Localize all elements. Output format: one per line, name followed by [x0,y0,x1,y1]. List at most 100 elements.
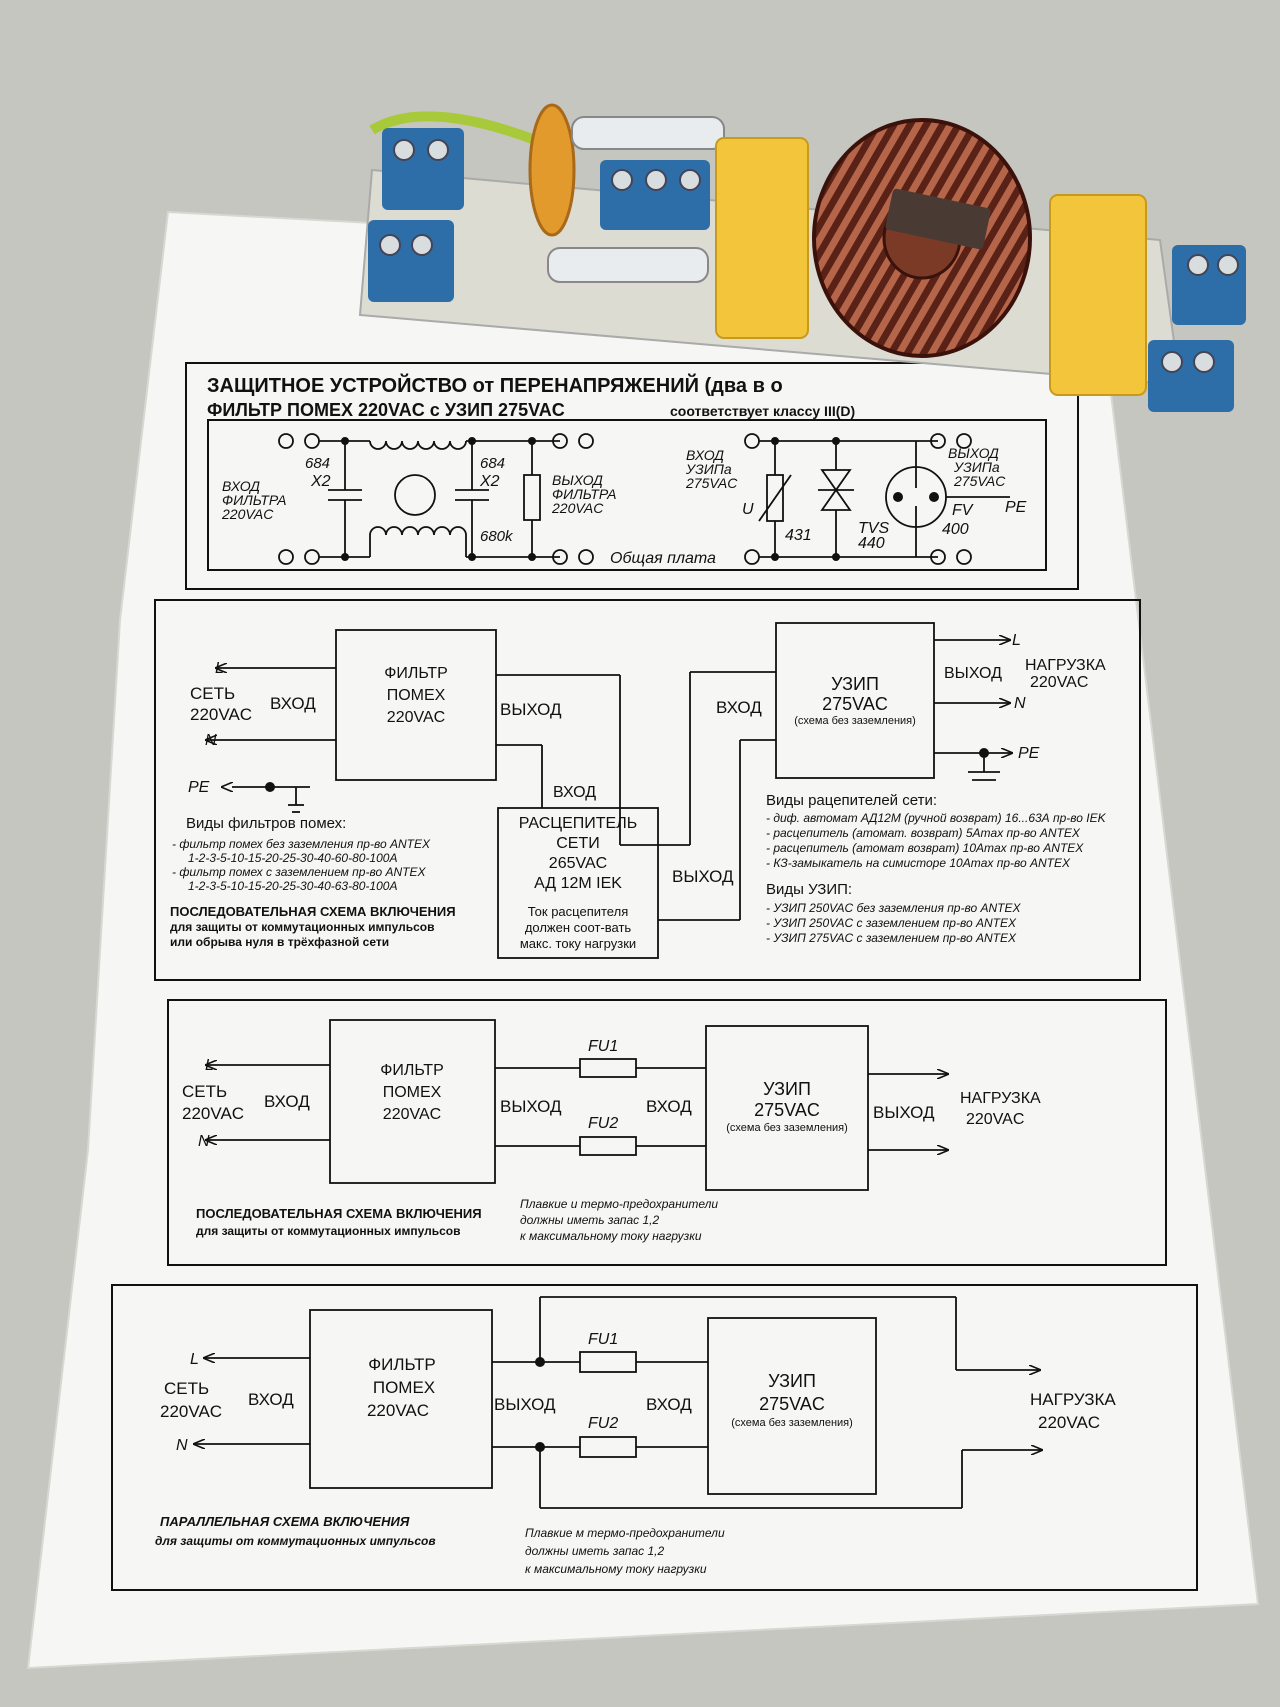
s3-spd-input: ВХОД [646,1097,692,1116]
s4-output: ВЫХОД [494,1395,556,1414]
s4-l-label: L [190,1351,199,1368]
fuse-bottom [547,247,709,283]
s3-spd-1: УЗИП [763,1079,811,1099]
s4-note-3: к максимальному току нагрузки [525,1562,707,1576]
spd-schematic [744,433,1010,565]
s3-network-1: СЕТЬ [182,1082,227,1101]
s2-spd-type-1: - УЗИП 250VAC без заземления пр-во ANTEX [766,901,1021,915]
s3-caption-1: ПОСЛЕДОВАТЕЛЬНАЯ СХЕМА ВКЛЮЧЕНИЯ [196,1206,482,1221]
s2-trip-note-3: макс. току нагрузки [520,936,636,951]
s2-n-label: N [205,732,217,749]
s3-filter-3: 220VAC [383,1106,441,1123]
s2-filter-types-title: Виды фильтров помех: [186,815,346,832]
header-compliance: соответствует классу III(D) [670,403,855,419]
varistor-value: 431 [785,527,812,544]
device-pcb [358,103,1246,412]
s4-caption-2: для защиты от коммутационных импульсов [155,1534,436,1548]
x2-capacitor-icon [715,137,809,339]
ground-wire [369,111,562,155]
s2-spd-type-3: - УЗИП 275VAC с заземлением пр-во ANTEX [766,931,1017,945]
s2-filter-1: ФИЛЬТР [384,665,448,682]
fv-value: 400 [942,521,969,538]
series-fuse-frame [167,999,1167,1266]
spd-output-l2: УЗИПа [953,459,1000,475]
s4-spd-input: ВХОД [646,1395,692,1414]
terminal-block-right-bottom [1148,340,1234,412]
s2-spd-2: 275VAC [822,694,888,714]
s4-note-1: Плавкие м термо-предохранители [525,1526,725,1540]
s2-trip-output: ВЫХОД [672,867,734,886]
s4-load-2: 220VAC [1038,1413,1100,1432]
filter-output-l3: 220VAC [551,500,604,516]
s2-out-n: N [1014,695,1026,712]
filter-input-l3: 220VAC [221,506,274,522]
resistor-value: 680k [480,528,514,545]
s2-filter-type-1: - фильтр помех без заземления пр-во ANTE… [172,837,431,851]
s4-spd-3: (схема без заземления) [731,1417,853,1429]
filter-input-l2: ФИЛЬТРА [222,492,286,508]
varistor-icon [528,103,576,237]
fuse-icon [571,116,725,150]
filter-output-l2: ФИЛЬТРА [552,486,616,502]
cap1-type: X2 [310,473,331,490]
schematic-frame [207,419,1047,571]
s3-l-label: L [205,1057,214,1074]
s2-spd-type-2: - УЗИП 250VAC с заземлением пр-во ANTEX [766,916,1017,930]
x2-capacitor-right [1049,194,1147,396]
s4-filter-1: ФИЛЬТР [368,1355,435,1374]
s2-out-l: L [1012,632,1021,649]
s3-note-1: Плавкие и термо-предохранители [520,1197,718,1211]
s2-caption-3: или обрыва нуля в трёхфазной сети [170,935,389,949]
s2-spd-1: УЗИП [831,674,879,694]
header-title-2: ФИЛЬТР ПОМЕХ 220VAC с УЗИП 275VAC [207,400,565,420]
s3-note-2: должны иметь запас 1,2 [520,1213,660,1227]
filter-output-l1: ВЫХОД [552,472,603,488]
s2-load-2: 220VAC [1030,674,1088,691]
s2-trip-note-1: Ток расцепителя [528,904,628,919]
s4-load-1: НАГРУЗКА [1030,1390,1116,1409]
s2-trip-type-3: - расцепитель (атомат возврат) 10Amax пр… [766,841,1084,855]
s3-spd-2: 275VAC [754,1100,820,1120]
s2-trip-4: АД 12M IEK [534,875,622,892]
s2-caption-1: ПОСЛЕДОВАТЕЛЬНАЯ СХЕМА ВКЛЮЧЕНИЯ [170,904,456,919]
board-label: Общая плата [610,550,716,567]
cap2-type: X2 [479,473,500,490]
spd-input-l3: 275VAC [685,475,738,491]
s3-filter-2: ПОМЕХ [383,1084,442,1101]
header-panel [185,362,1079,590]
s4-filter-3: 220VAC [367,1401,429,1420]
s2-load-1: НАГРУЗКА [1025,657,1106,674]
s2-spd-input: ВХОД [716,698,762,717]
s4-fu1: FU1 [588,1331,618,1348]
fv-label: FV [952,502,974,519]
cap2-value: 684 [480,455,505,472]
filter-input-l1: ВХОД [222,478,260,494]
s2-filter-type-4: 1-2-3-5-10-15-20-25-30-40-63-80-100A [188,879,397,893]
s3-fu1: FU1 [588,1038,618,1055]
s3-spd-3: (схема без заземления) [726,1122,848,1134]
s2-pe-label: PE [188,779,210,796]
s2-trip-input: ВХОД [553,784,596,801]
s2-trip-types-title: Виды рацепителей сети: [766,792,937,809]
s4-spd-2: 275VAC [759,1394,825,1414]
series-trip-frame [154,599,1141,981]
spd-input-l1: ВХОД [686,447,724,463]
tvs-value: 440 [858,535,885,552]
s2-network-1: СЕТЬ [190,684,235,703]
parallel-wiring [194,1296,1042,1509]
header-title-1: ЗАЩИТНОЕ УСТРОЙСТВО от ПЕРЕНАПРЯЖЕНИЙ (д… [207,373,783,397]
s2-trip-note-2: должен соот-вать [525,920,632,935]
s2-trip-type-2: - расцепитель (атомат. возврат) 5Amax пр… [766,826,1081,840]
s2-filter-2: ПОМЕХ [387,687,446,704]
cap1-value: 684 [305,455,330,472]
tvs-label: TVS [858,520,889,537]
s3-note-3: к максимальному току нагрузки [520,1229,702,1243]
s2-output: ВЫХОД [500,700,562,719]
s2-trip-3: 265VAC [549,855,607,872]
series-trip-wiring [206,622,1012,959]
s4-input: ВХОД [248,1390,294,1409]
s2-trip-1: РАСЦЕПИТЕЛЬ [519,815,637,832]
s2-input: ВХОД [270,694,316,713]
header-frame [185,362,1079,590]
